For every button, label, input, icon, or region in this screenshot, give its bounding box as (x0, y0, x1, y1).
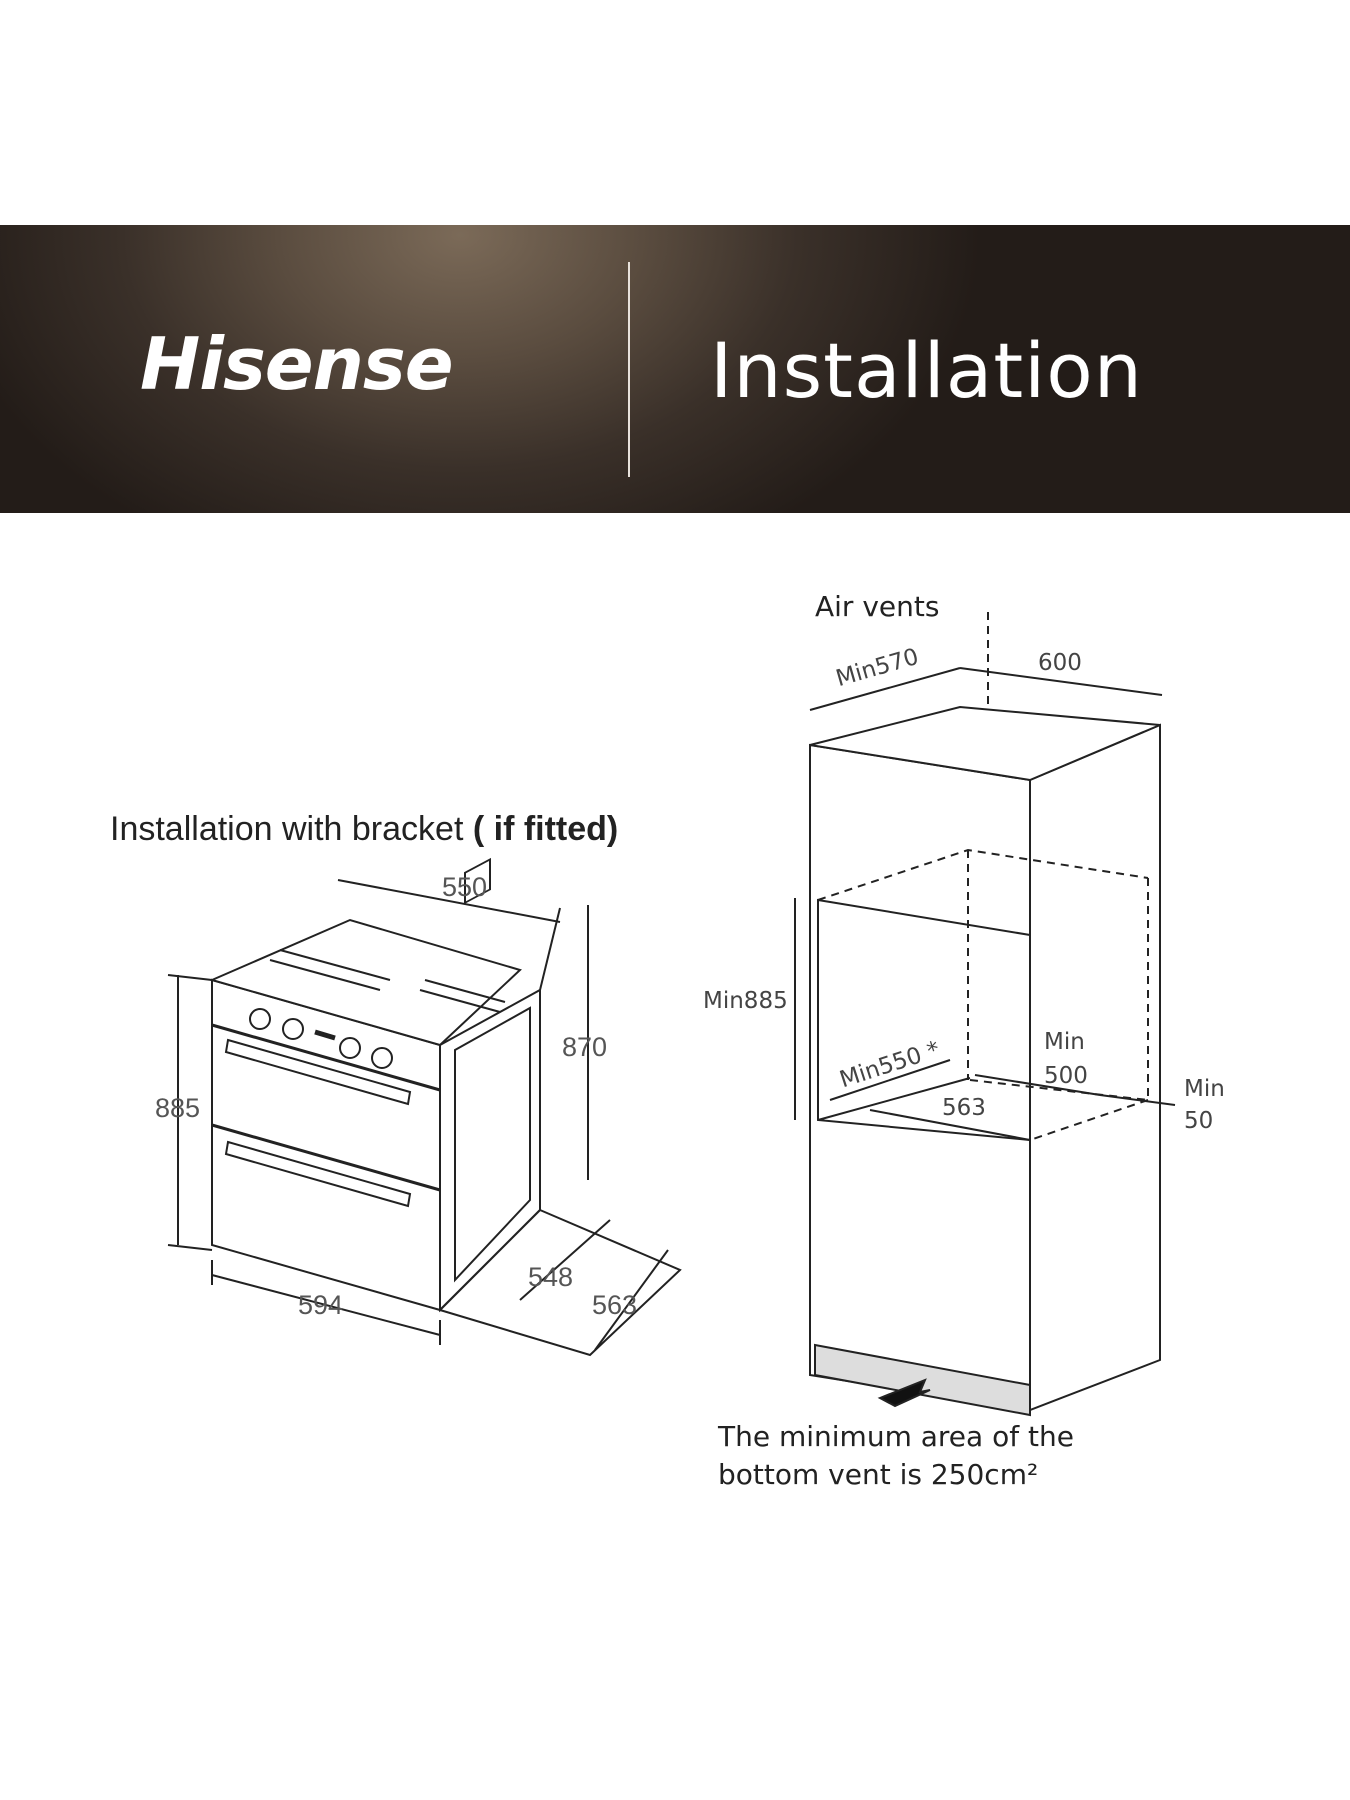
dim-opening-width: 563 (942, 1095, 986, 1121)
header-divider (628, 262, 630, 477)
dim-depth-bottom-outer: 563 (592, 1290, 638, 1320)
bottom-vent-note-line1: The minimum area of the (718, 1420, 1074, 1453)
dim-height-right: 870 (562, 1032, 608, 1062)
dim-height-left: 885 (155, 1093, 201, 1123)
dim-depth-top: 550 (442, 872, 488, 902)
dim-side-gap: Min 50 (1184, 1073, 1225, 1137)
heading-text: Installation with bracket (110, 810, 464, 848)
dim-width-front: 594 (298, 1290, 344, 1320)
bottom-vent-note-line2: bottom vent is 250cm² (718, 1458, 1039, 1491)
dim-depth-bottom-inner: 548 (528, 1262, 574, 1292)
dim-cabinet-width: 600 (1038, 650, 1082, 676)
side-gap-value: 50 (1184, 1108, 1214, 1134)
header-banner (0, 225, 1350, 513)
dim-rear-gap: Min 500 (1044, 1025, 1088, 1093)
heading-suffix: ( if fitted) (472, 810, 619, 848)
dim-opening-height-min: Min885 (703, 988, 788, 1014)
air-vents-label: Air vents (815, 590, 940, 623)
page-title: Installation (710, 326, 1143, 415)
brand-logo: Hisense (140, 322, 454, 406)
rear-gap-value: 500 (1044, 1063, 1088, 1089)
rear-gap-label: Min (1044, 1029, 1085, 1055)
side-gap-label: Min (1184, 1076, 1225, 1102)
bottom-vent-note: The minimum area of the bottom vent is 2… (718, 1418, 1074, 1494)
left-diagram-heading: Installation with bracket ( if fitted) (110, 810, 618, 849)
